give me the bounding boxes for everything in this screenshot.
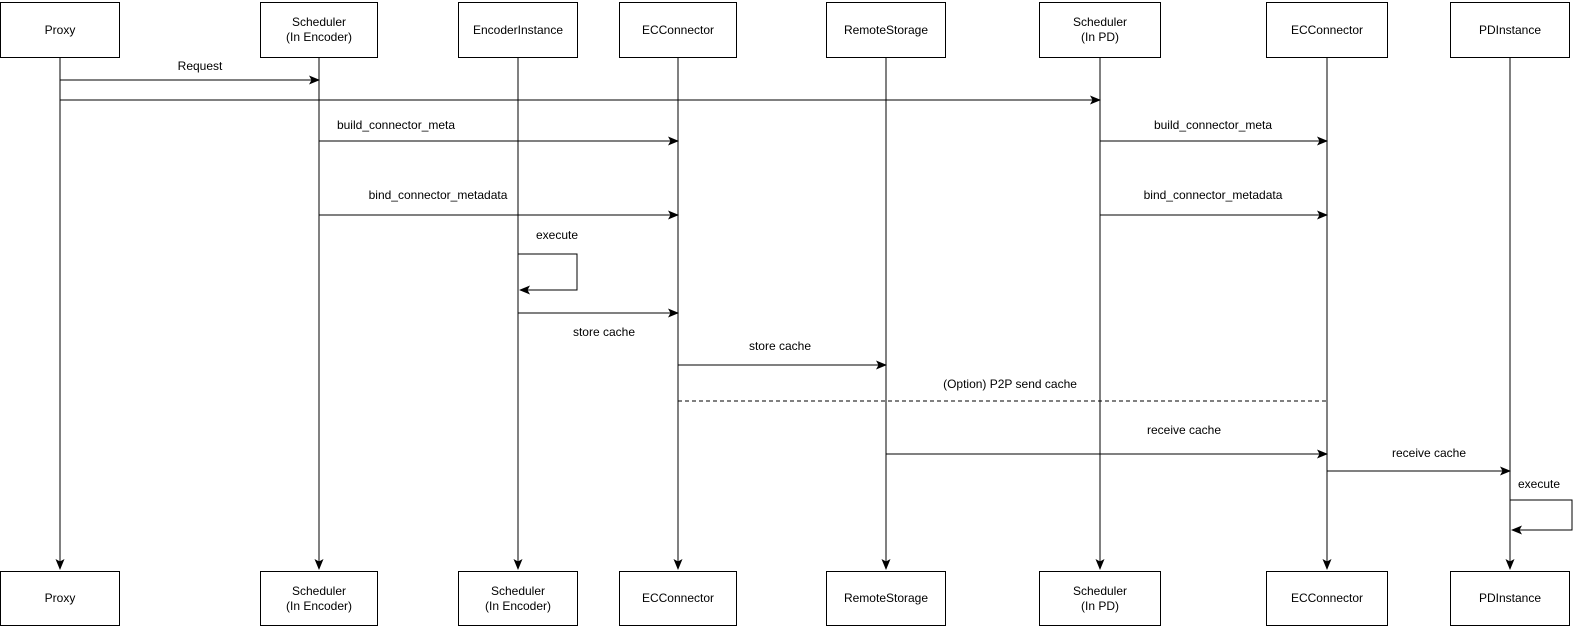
- message-label-build-connector-meta-pd: build_connector_meta: [1153, 118, 1273, 132]
- actor-label: Scheduler (In Encoder): [285, 583, 353, 613]
- actor-bottom-ecconnector-1: ECConnector: [619, 571, 737, 626]
- actor-label: RemoteStorage: [843, 22, 929, 37]
- message-label-receive-cache-2: receive cache: [1391, 446, 1467, 460]
- actor-label: RemoteStorage: [843, 591, 929, 605]
- actor-label: ECConnector: [1290, 22, 1364, 37]
- actor-label: Scheduler (In Encoder): [484, 583, 552, 613]
- actor-bottom-scheduler-encoder: Scheduler (In Encoder): [260, 571, 378, 626]
- actor-bottom-scheduler-encoder-2: Scheduler (In Encoder): [458, 571, 578, 626]
- actor-label: Scheduler (In PD): [1072, 15, 1128, 44]
- message-label-execute-pd: execute: [1517, 477, 1561, 491]
- message-label-p2p-send-cache: (Option) P2P send cache: [943, 377, 1077, 391]
- actor-bottom-scheduler-pd: Scheduler (In PD): [1039, 571, 1161, 626]
- message-label-store-cache-2: store cache: [748, 339, 812, 353]
- actor-label: ECConnector: [641, 22, 715, 37]
- actor-top-ecconnector-2: ECConnector: [1266, 2, 1388, 58]
- self-message-arrow-6: [518, 253, 578, 295]
- message-label-bind-connector-metadata-encoder: bind_connector_metadata: [368, 188, 508, 202]
- actor-bottom-pdinstance: PDInstance: [1450, 571, 1570, 626]
- actor-top-ecconnector-1: ECConnector: [619, 2, 737, 58]
- actor-label: PDInstance: [1478, 591, 1542, 605]
- actor-label: PDInstance: [1478, 22, 1542, 37]
- message-label-request: Request: [177, 59, 223, 73]
- actor-label: EncoderInstance: [472, 22, 564, 37]
- actor-label: ECConnector: [641, 591, 715, 605]
- actor-top-remotestorage: RemoteStorage: [826, 2, 946, 58]
- actor-label: Scheduler (In PD): [1072, 583, 1128, 613]
- message-label-build-connector-meta-encoder: build_connector_meta: [336, 118, 456, 132]
- actor-bottom-remotestorage: RemoteStorage: [826, 571, 946, 626]
- actor-bottom-proxy: Proxy: [0, 571, 120, 626]
- message-label-execute-encoder: execute: [535, 228, 579, 242]
- message-label-receive-cache-1: receive cache: [1146, 423, 1222, 437]
- message-label-bind-connector-metadata-pd: bind_connector_metadata: [1143, 188, 1283, 202]
- actor-label: Proxy: [44, 591, 76, 605]
- actor-label: ECConnector: [1290, 591, 1364, 605]
- message-label-store-cache-1: store cache: [572, 325, 636, 339]
- self-message-arrow-12: [1510, 499, 1573, 535]
- actor-top-scheduler-pd: Scheduler (In PD): [1039, 2, 1161, 58]
- actor-label: Proxy: [44, 22, 76, 37]
- actor-top-scheduler-encoder: Scheduler (In Encoder): [260, 2, 378, 58]
- actor-top-proxy: Proxy: [0, 2, 120, 58]
- actor-label: Scheduler (In Encoder): [285, 15, 353, 44]
- actor-top-pdinstance: PDInstance: [1450, 2, 1570, 58]
- actor-top-encoderinstance: EncoderInstance: [458, 2, 578, 58]
- actor-bottom-ecconnector-2: ECConnector: [1266, 571, 1388, 626]
